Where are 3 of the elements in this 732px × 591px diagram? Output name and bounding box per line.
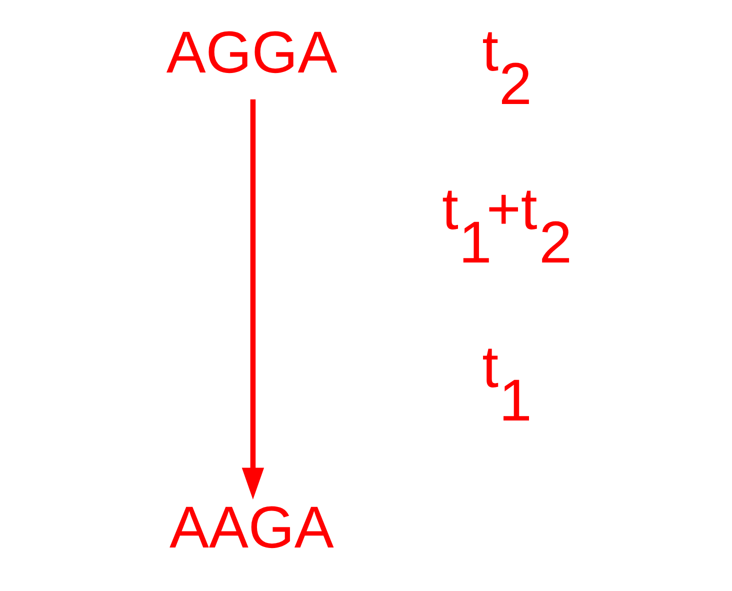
- node-text: AGGA: [166, 18, 337, 86]
- arrow: [241, 99, 264, 500]
- node-text: AAGA: [169, 494, 334, 561]
